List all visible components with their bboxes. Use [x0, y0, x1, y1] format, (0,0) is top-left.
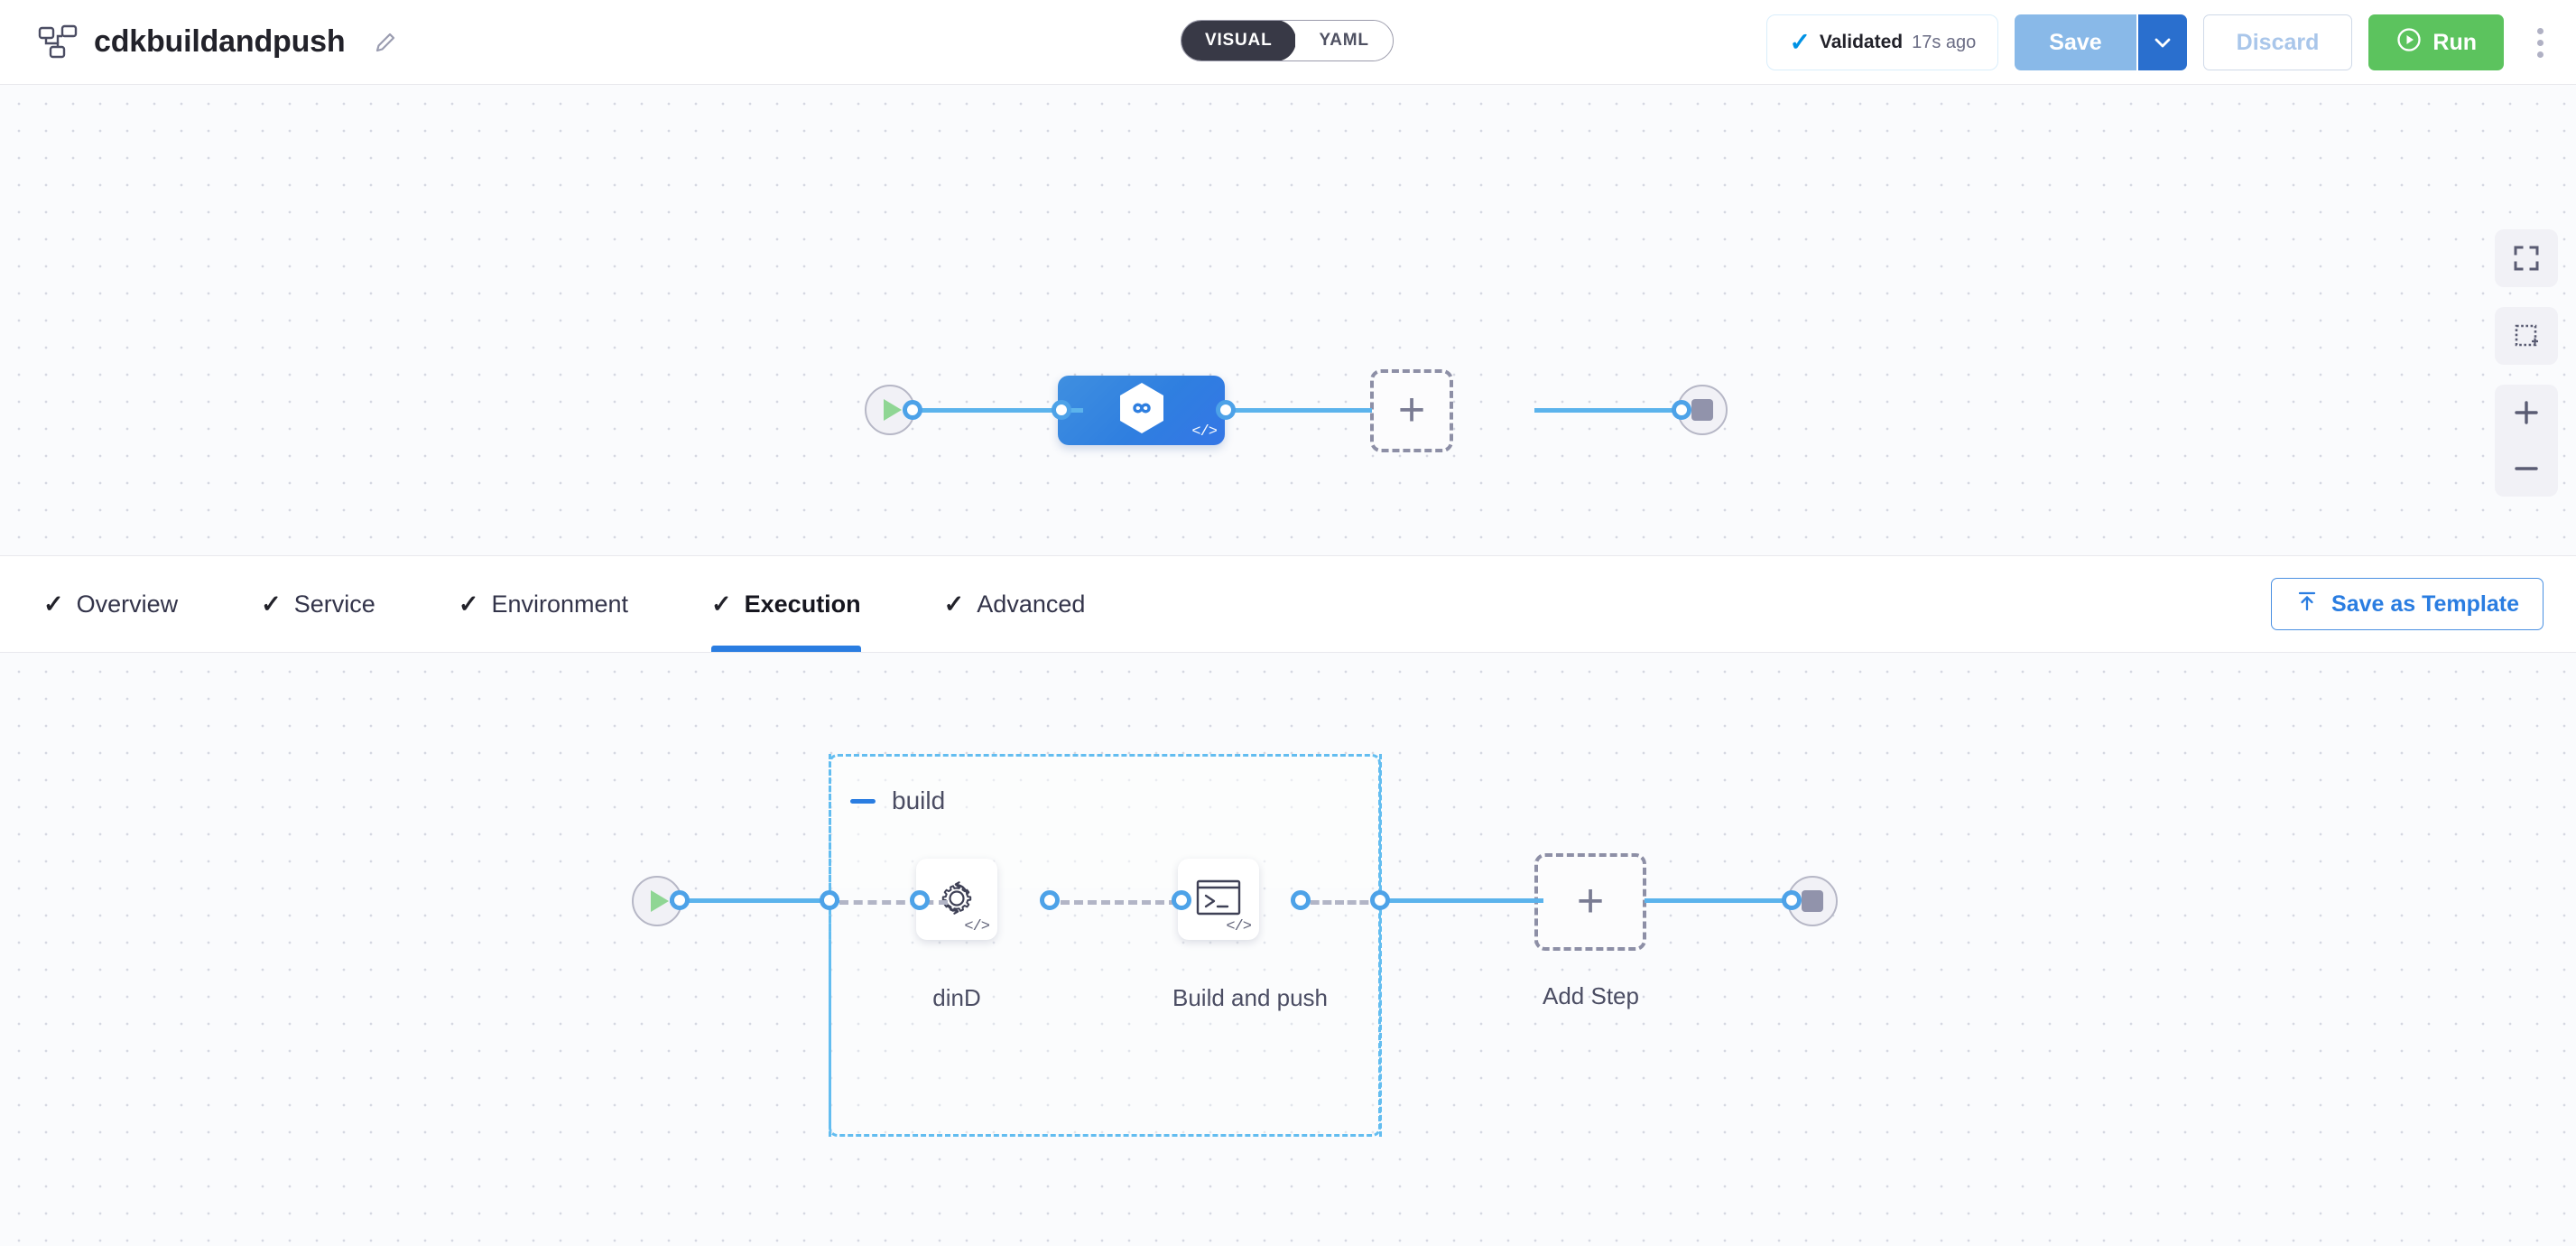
- save-button[interactable]: Save: [2015, 14, 2136, 70]
- tab-service[interactable]: ✓ Service: [261, 556, 417, 652]
- stage-canvas[interactable]: </> ckd + Add Stage: [0, 85, 2576, 600]
- plus-icon: +: [1397, 384, 1426, 437]
- edge-start-to-group: [670, 898, 839, 903]
- check-icon: ✓: [711, 590, 732, 618]
- plus-icon: +: [1576, 875, 1605, 928]
- tab-label: Overview: [76, 590, 179, 618]
- selection-box-icon[interactable]: [2495, 307, 2558, 365]
- pipeline-nodes-icon: [38, 24, 78, 60]
- discard-button[interactable]: Discard: [2202, 14, 2353, 70]
- code-badge-icon: </>: [1191, 423, 1218, 441]
- port-exec-end-in[interactable]: [1782, 890, 1802, 910]
- save-as-template-button[interactable]: Save as Template: [2271, 578, 2544, 630]
- tab-advanced[interactable]: ✓ Advanced: [944, 556, 1127, 652]
- add-step-label: Add Step: [1543, 982, 1639, 1009]
- minus-icon[interactable]: [2495, 441, 2558, 497]
- port-ckd-out[interactable]: [1216, 400, 1236, 420]
- group-edge-left: [829, 754, 831, 1137]
- chevron-down-icon[interactable]: [2136, 14, 2187, 70]
- tab-label: Advanced: [977, 590, 1086, 618]
- port-dind-out[interactable]: [1040, 890, 1060, 910]
- group-edge-right: [1379, 754, 1382, 1137]
- add-stage-button[interactable]: +: [1370, 369, 1453, 452]
- terminal-icon: [1195, 877, 1242, 923]
- stage-tabbar: ✓ Overview ✓ Service ✓ Environment ✓ Exe…: [0, 555, 2576, 653]
- step-node-dind[interactable]: </>: [916, 859, 997, 940]
- build-group-header: build: [850, 786, 945, 815]
- edge-start-to-ckd: [912, 408, 1083, 413]
- port-buildpush-in[interactable]: [1172, 890, 1191, 910]
- edge-group-to-addstep: [1379, 898, 1543, 903]
- fit-screen-icon[interactable]: [2495, 229, 2558, 287]
- upload-template-icon: [2295, 590, 2319, 619]
- port-ckd-in[interactable]: [1052, 400, 1071, 420]
- save-as-template-label: Save as Template: [2331, 590, 2519, 617]
- port-dind-in[interactable]: [910, 890, 930, 910]
- kebab-menu-icon[interactable]: [2520, 14, 2560, 70]
- stage-node-ckd[interactable]: </>: [1058, 376, 1225, 445]
- step-label-dind: dinD: [932, 984, 981, 1011]
- stop-icon: [1802, 890, 1823, 912]
- tab-overview[interactable]: ✓ Overview: [43, 556, 219, 652]
- validated-label: Validated: [1819, 32, 1904, 52]
- header-left-group: cdkbuildandpush: [0, 24, 399, 60]
- tab-label: Environment: [491, 590, 629, 618]
- step-node-build-and-push[interactable]: </>: [1178, 859, 1259, 940]
- edge-ckd-to-addstage: [1223, 408, 1372, 413]
- add-step-button[interactable]: +: [1534, 853, 1646, 951]
- code-badge-icon: </>: [1226, 918, 1252, 935]
- harness-cd-hexagon-icon: [1117, 381, 1167, 440]
- check-icon: ✓: [43, 590, 64, 618]
- edge-buildpush-to-group-out: [1298, 900, 1381, 905]
- mode-toggle-visual[interactable]: VISUAL: [1181, 21, 1297, 60]
- header-actions: ✓ Validated 17s ago Save Discard Run: [1766, 0, 2560, 85]
- port-group-out[interactable]: [1370, 890, 1390, 910]
- minus-icon[interactable]: [850, 798, 876, 804]
- check-icon: ✓: [261, 590, 282, 618]
- port-end-in[interactable]: [1672, 400, 1691, 420]
- tab-label: Service: [293, 590, 375, 618]
- tab-environment[interactable]: ✓ Environment: [459, 556, 670, 652]
- code-badge-icon: </>: [964, 918, 990, 935]
- step-label-build-and-push: Build and push: [1172, 984, 1329, 1011]
- validated-timestamp: 17s ago: [1912, 32, 1977, 52]
- tab-list: ✓ Overview ✓ Service ✓ Environment ✓ Exe…: [0, 556, 1168, 652]
- run-button[interactable]: Run: [2368, 14, 2504, 70]
- plus-icon[interactable]: [2495, 385, 2558, 441]
- port-start-out[interactable]: [903, 400, 922, 420]
- port-exec-start-out[interactable]: [670, 890, 690, 910]
- check-icon: ✓: [943, 590, 965, 618]
- tab-label: Execution: [744, 590, 861, 618]
- mode-toggle-yaml[interactable]: YAML: [1295, 21, 1393, 60]
- canvas-controls: [2495, 229, 2558, 497]
- play-circle-icon: [2395, 26, 2423, 60]
- edge-dind-to-buildpush: [1047, 900, 1178, 905]
- play-icon: [650, 890, 669, 912]
- tab-execution[interactable]: ✓ Execution: [711, 556, 903, 652]
- run-button-label: Run: [2432, 29, 2477, 55]
- edge-addstage-to-end: [1534, 408, 1688, 413]
- play-icon: [883, 399, 902, 421]
- build-group-box[interactable]: [829, 754, 1381, 1137]
- group-label-build: build: [892, 786, 946, 814]
- save-button-group[interactable]: Save: [2015, 14, 2187, 70]
- zoom-controls: [2495, 385, 2558, 497]
- edge-group-in-to-dind: [839, 900, 948, 905]
- port-group-in[interactable]: [820, 890, 839, 910]
- port-buildpush-out[interactable]: [1291, 890, 1311, 910]
- check-icon: ✓: [1789, 28, 1811, 56]
- stop-icon: [1691, 399, 1713, 421]
- pencil-icon[interactable]: [372, 29, 399, 56]
- app-header: cdkbuildandpush VISUAL YAML ✓ Validated …: [0, 0, 2576, 85]
- mode-toggle[interactable]: VISUAL YAML: [1181, 20, 1394, 61]
- page-title: cdkbuildandpush: [94, 24, 346, 59]
- edge-addstep-to-end: [1645, 898, 1798, 903]
- check-icon: ✓: [458, 590, 479, 618]
- status-badge-validated: ✓ Validated 17s ago: [1766, 14, 1999, 70]
- execution-canvas[interactable]: Execution Rol: [0, 653, 2576, 1246]
